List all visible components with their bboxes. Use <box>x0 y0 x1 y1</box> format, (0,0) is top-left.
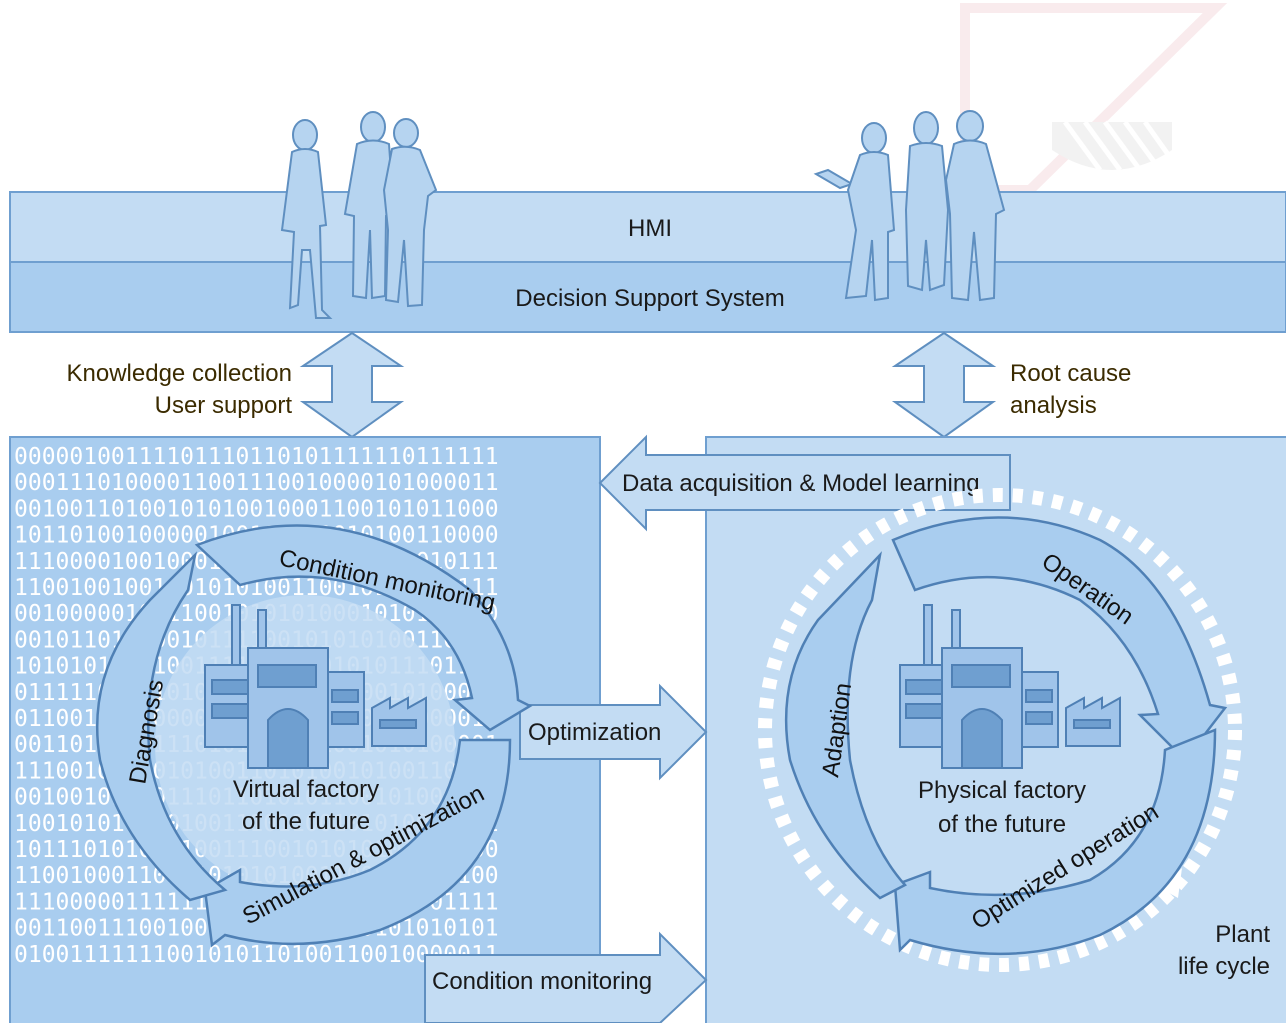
life-cycle-label: life cycle <box>1178 953 1270 980</box>
data-acquisition-arrow-icon <box>598 434 1011 532</box>
people-group-right-icon <box>813 110 1006 302</box>
physical-title-line1: Physical factory <box>918 777 1086 804</box>
right-double-arrow-icon <box>891 331 997 439</box>
physical-arrow-adaption <box>784 551 907 900</box>
physical-title-line2: of the future <box>938 811 1066 838</box>
plant-life-cycle-ring <box>758 488 1242 972</box>
physical-arrow-operation <box>891 516 1228 762</box>
left-double-arrow-icon <box>299 331 405 439</box>
physical-factory-building-icon <box>899 604 1121 769</box>
watermark-logo <box>960 2 1228 195</box>
physical-arrow-optimized <box>893 728 1217 956</box>
knowledge-collection-label: Knowledge collection <box>67 360 292 387</box>
user-support-label: User support <box>155 392 293 419</box>
people-group-left-icon <box>280 111 438 319</box>
plant-life-cycle-arrowhead-icon <box>1160 868 1182 898</box>
dss-label: Decision Support System <box>515 285 784 312</box>
root-cause-label: Root cause <box>1010 360 1131 387</box>
binary-row: 00011101000011001110010000101000011 <box>14 470 499 496</box>
virtual-arrow-simulation <box>203 738 512 948</box>
binary-row: 00000100111101110110101111110111111 <box>14 444 499 470</box>
virtual-arrow-condition-monitoring <box>194 524 533 732</box>
condition-monitoring-flow-label: Condition monitoring <box>432 968 652 995</box>
physical-cycle <box>784 516 1228 956</box>
virtual-factory-building-icon <box>204 604 427 769</box>
virtual-title-line2: of the future <box>242 808 370 835</box>
virtual-arrow-diagnosis <box>95 551 228 902</box>
optimization-label: Optimization <box>528 719 661 746</box>
optimization-arrow-icon <box>519 683 708 781</box>
hmi-band <box>9 191 1286 263</box>
plant-label: Plant <box>1215 921 1270 948</box>
binary-row: 00100110100101010010001100101011000 <box>14 496 499 522</box>
data-acquisition-label: Data acquisition & Model learning <box>622 470 980 497</box>
analysis-label: analysis <box>1010 392 1097 419</box>
dss-band <box>9 261 1286 333</box>
binary-row: 01001111111001010110100110010000011 <box>14 942 499 968</box>
condition-monitoring-arrow-icon <box>424 931 708 1023</box>
hmi-label: HMI <box>628 215 672 242</box>
virtual-title-line1: Virtual factory <box>233 776 379 803</box>
virtual-cycle <box>95 524 533 948</box>
